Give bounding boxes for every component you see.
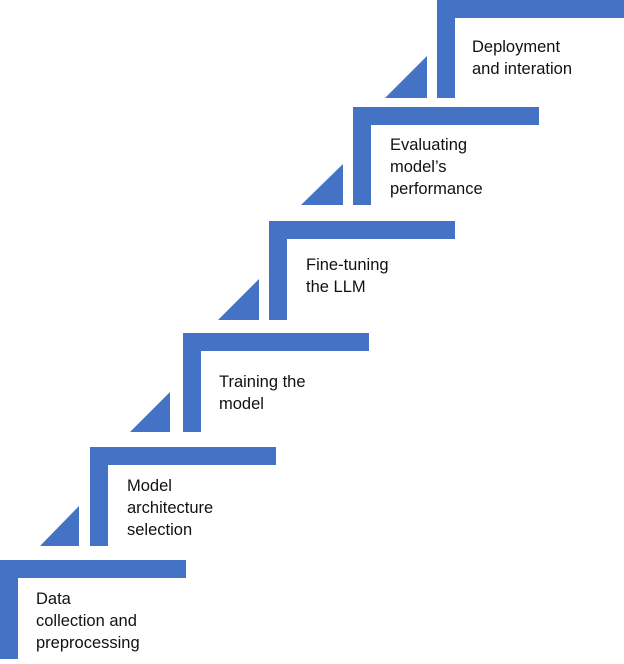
step-2-label: Model architecture selection — [127, 475, 213, 541]
step-5-label: Evaluating model’s performance — [390, 134, 483, 200]
step-3-line-2: model — [219, 395, 264, 413]
step-6-line-2: and interation — [472, 60, 572, 78]
step-3-wedge — [130, 392, 170, 432]
step-4-line-2: the LLM — [306, 278, 366, 296]
step-2-wedge — [40, 506, 79, 546]
step-1-line-3: preprocessing — [36, 634, 140, 652]
step-6-tread — [437, 0, 624, 18]
step-4-line-1: Fine-tuning — [306, 256, 389, 274]
step-3-riser — [183, 333, 201, 432]
step-5-riser — [353, 107, 371, 205]
step-5-line-3: performance — [390, 180, 483, 198]
step-3-label: Training the model — [219, 371, 306, 415]
step-6-label: Deployment and interation — [472, 36, 572, 80]
step-5-tread — [353, 107, 539, 125]
step-1-riser — [0, 560, 18, 659]
step-4-label: Fine-tuning the LLM — [306, 254, 389, 298]
step-2-line-2: architecture — [127, 499, 214, 517]
step-5-line-2: model’s — [390, 158, 447, 176]
step-2-line-1: Model — [127, 477, 172, 495]
step-2-riser — [90, 447, 108, 546]
step-4-tread — [269, 221, 455, 239]
step-1-label: Data collection and preprocessing — [36, 588, 140, 654]
step-5-wedge — [301, 164, 343, 205]
step-1-tread — [0, 560, 186, 578]
step-2-tread — [90, 447, 276, 465]
step-6-riser — [437, 0, 455, 98]
step-2-line-3: selection — [127, 521, 193, 539]
step-4-wedge — [218, 279, 259, 320]
step-6-line-1: Deployment — [472, 38, 561, 56]
step-1-line-2: collection and — [36, 612, 137, 630]
step-6-wedge — [385, 56, 427, 98]
step-3-tread — [183, 333, 369, 351]
step-4-riser — [269, 221, 287, 320]
step-1-line-1: Data — [36, 590, 71, 608]
step-5-line-1: Evaluating — [390, 136, 468, 154]
step-3-line-1: Training the — [219, 373, 306, 391]
